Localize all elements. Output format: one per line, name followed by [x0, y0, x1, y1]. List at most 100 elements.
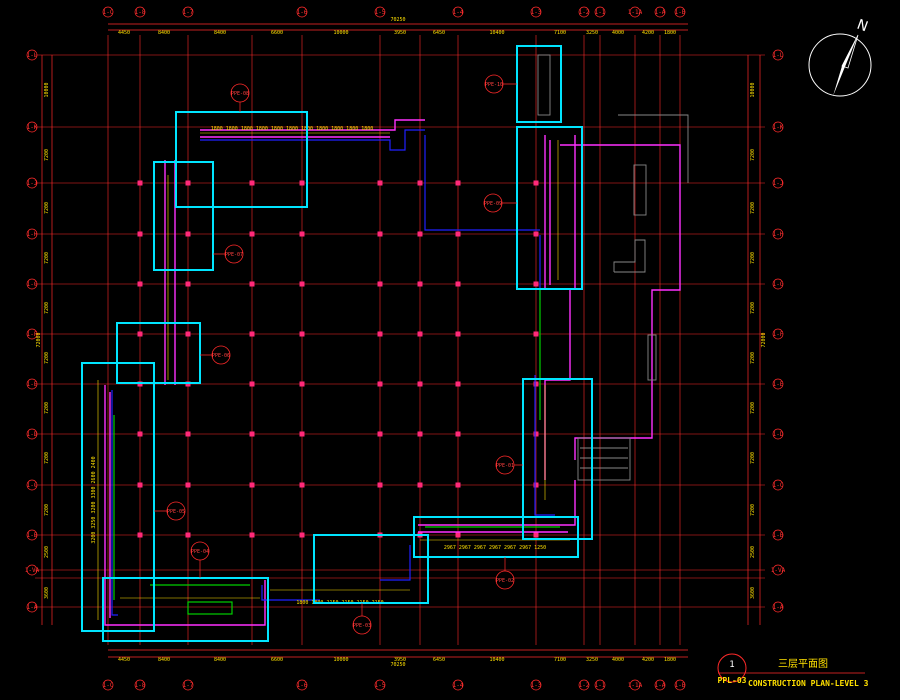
title-english: CONSTRUCTION PLAN-LEVEL 3 [748, 679, 869, 688]
column [533, 532, 539, 538]
callout-box[interactable] [522, 378, 593, 540]
axis-bubble-horizontal: 1-G [773, 278, 784, 290]
dimension-value: 7200 [44, 352, 50, 364]
column [299, 281, 305, 287]
column [455, 180, 461, 186]
left-segment-label: 3200 3250 3200 3300 2600 2400 [91, 456, 97, 543]
dimension-value: 3250 [586, 30, 598, 36]
dimension-value: 7200 [44, 302, 50, 314]
dimension-value: 10000 [333, 657, 348, 663]
right-total-dimension: 72000 [761, 332, 767, 347]
axis-bubble-horizontal: 1-K [27, 121, 38, 133]
axis-label: 1-D [773, 431, 784, 438]
detail-marker[interactable]: PPE-08 [230, 83, 250, 112]
detail-label: PPE-02 [496, 578, 514, 584]
callout-box[interactable] [175, 111, 308, 208]
detail-marker[interactable]: PPE-09 [483, 193, 517, 213]
callout-box[interactable] [102, 577, 269, 642]
north-arrow: N [808, 17, 872, 97]
axis-bubble-vertical: 1-4 [453, 6, 464, 18]
axis-bubble-vertical: 1-1A [628, 6, 643, 18]
axis-bubble-horizontal: 1-B [773, 529, 784, 541]
callout-box[interactable] [81, 362, 155, 632]
axis-label: 1-4 [453, 9, 464, 16]
callout-box[interactable] [313, 534, 429, 604]
callout-box[interactable] [516, 126, 583, 290]
dimension-value: 10000 [44, 82, 50, 97]
axis-label: 1-D [27, 431, 38, 438]
detail-marker[interactable]: PPE-07 [213, 244, 244, 264]
axis-label: 1-1 [595, 9, 606, 16]
axis-bubble-horizontal: 1-VA [771, 564, 786, 576]
dimension-value: 3950 [394, 657, 406, 663]
axis-bubble-vertical: 1-C [103, 679, 114, 691]
detail-marker[interactable]: PPE-02 [495, 557, 515, 590]
dimension-value: 7200 [44, 402, 50, 414]
axis-label: 1-3 [531, 9, 542, 16]
dimension-value: 4200 [642, 30, 654, 36]
detail-label: PPE-07 [225, 252, 243, 258]
column [299, 482, 305, 488]
top-segment-label: 1800 1800 1800 1800 1800 1800 1800 1800 … [211, 126, 374, 132]
axis-label: 1-F [773, 331, 784, 338]
axis-label: 1-K [27, 124, 38, 131]
axis-bubble-vertical: 1-3 [531, 6, 542, 18]
axis-label: 1-4 [453, 682, 464, 689]
axis-bubble-vertical: 1-6 [297, 679, 308, 691]
dimension-value: 1800 [664, 657, 676, 663]
callout-box[interactable] [413, 516, 579, 558]
dimension-value: 1800 [664, 30, 676, 36]
axis-labels: 1-81-81-71-71-61-61-51-51-41-41-31-31-21… [25, 6, 786, 691]
axis-label: 1-A [655, 682, 666, 689]
column [417, 381, 423, 387]
axis-bubble-horizontal: 1-F [27, 328, 38, 340]
column [185, 281, 191, 287]
axis-label: 1-8 [135, 682, 146, 689]
detail-marker[interactable]: PPE-06 [200, 345, 231, 365]
column [417, 431, 423, 437]
axis-bubble-horizontal: 1-J [27, 177, 37, 189]
axis-bubble-horizontal: 1-A [27, 601, 38, 613]
axis-label: 1-5 [375, 9, 386, 16]
sheet-number: 1 [729, 660, 734, 670]
detail-marker[interactable]: PPE-04 [190, 541, 210, 578]
column [299, 331, 305, 337]
dimension-value: 7200 [750, 504, 756, 516]
callout-box[interactable] [116, 322, 201, 384]
detail-marker[interactable]: PPE-10 [484, 74, 517, 94]
axis-bubble-horizontal: 1-A [773, 601, 784, 613]
detail-label: PPE-10 [485, 82, 503, 88]
detail-marker[interactable]: PPE-03 [352, 603, 372, 635]
axis-bubble-vertical: 1-7 [183, 6, 194, 18]
dimension-value: 2500 [44, 546, 50, 558]
axis-bubble-vertical: 1-A [655, 6, 666, 18]
column [455, 532, 461, 538]
detail-marker[interactable]: PPE-05 [154, 501, 186, 521]
axis-bubble-vertical: 1-8 [135, 6, 146, 18]
dimension-value: 7100 [554, 30, 566, 36]
dimension-value: 10400 [489, 657, 504, 663]
axis-bubble-horizontal: 1-J [773, 177, 783, 189]
detail-label: PPE-09 [484, 201, 502, 207]
axis-bubble-horizontal: 1-VA [25, 564, 40, 576]
axis-label: 1-VA [771, 567, 786, 574]
dimension-value: 8400 [158, 30, 170, 36]
axis-bubble-vertical: 1-B [675, 6, 686, 18]
axis-label: 1-C [103, 682, 114, 689]
dimension-value: 3600 [44, 587, 50, 599]
axis-label: 1-VA [25, 567, 40, 574]
callout-box[interactable] [153, 161, 214, 271]
dimension-frame [41, 23, 761, 658]
dimension-value: 3950 [394, 30, 406, 36]
column [533, 482, 539, 488]
axis-label: 1-A [27, 604, 38, 611]
detail-marker[interactable]: PPE-01 [495, 455, 523, 475]
axis-bubble-vertical: 1-2 [579, 6, 590, 18]
axis-bubble-horizontal: 1-L [773, 49, 784, 61]
ductwork [111, 129, 555, 616]
axis-label: 1-E [27, 381, 38, 388]
axis-label: 1-6 [297, 682, 308, 689]
axis-label: 1-7 [183, 9, 194, 16]
axis-bubble-horizontal: 1-H [773, 228, 784, 240]
